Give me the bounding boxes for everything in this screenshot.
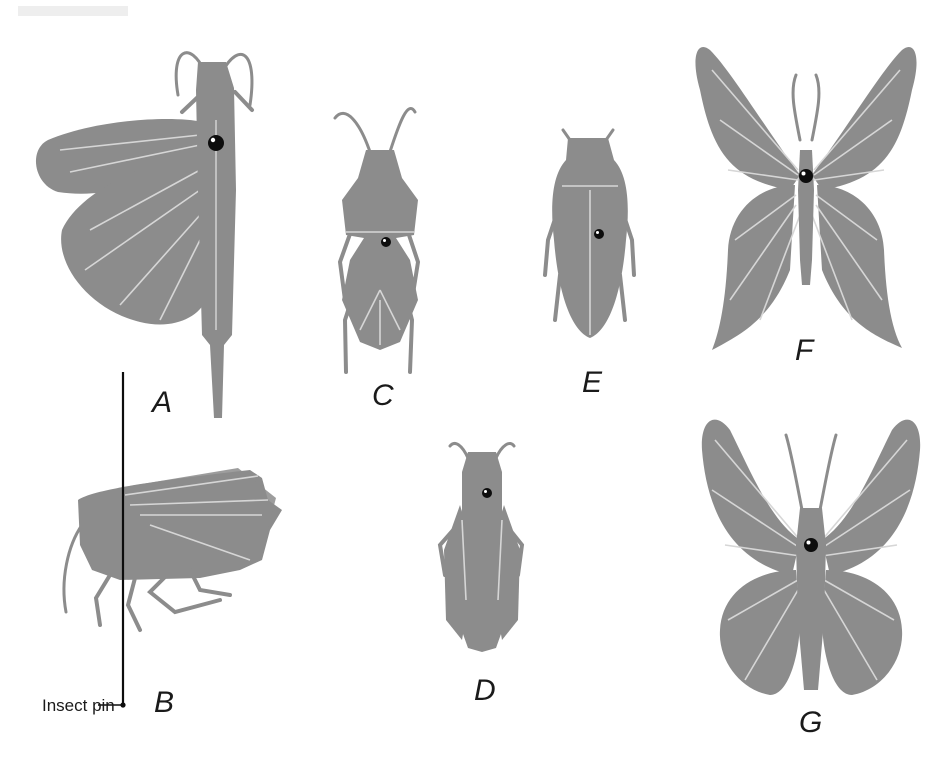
pin-head-d [482, 488, 492, 498]
pin-head-f [799, 169, 813, 183]
specimen-e-beetle [545, 130, 634, 338]
label-d: D [474, 674, 496, 707]
header-smudge [18, 6, 128, 16]
specimen-d-bee [440, 443, 522, 652]
pin-head-e [594, 229, 604, 239]
pin-point [120, 702, 125, 707]
pin-head-a [208, 135, 224, 151]
pin-head-c [381, 237, 391, 247]
insect-pin-label: Insect pin [42, 696, 115, 715]
label-b: B [154, 686, 174, 719]
label-c: C [372, 379, 394, 412]
specimen-g-moth [702, 420, 920, 695]
specimen-b-grasshopper-lateral [64, 468, 282, 630]
label-g: G [799, 706, 822, 739]
label-e: E [582, 366, 603, 399]
label-a: A [150, 386, 172, 419]
pin-head-g [804, 538, 818, 552]
specimen-c-stink-bug [335, 109, 418, 372]
specimen-a-grasshopper-dorsal [36, 53, 252, 418]
label-f: F [795, 334, 815, 367]
specimen-f-butterfly [695, 47, 916, 350]
